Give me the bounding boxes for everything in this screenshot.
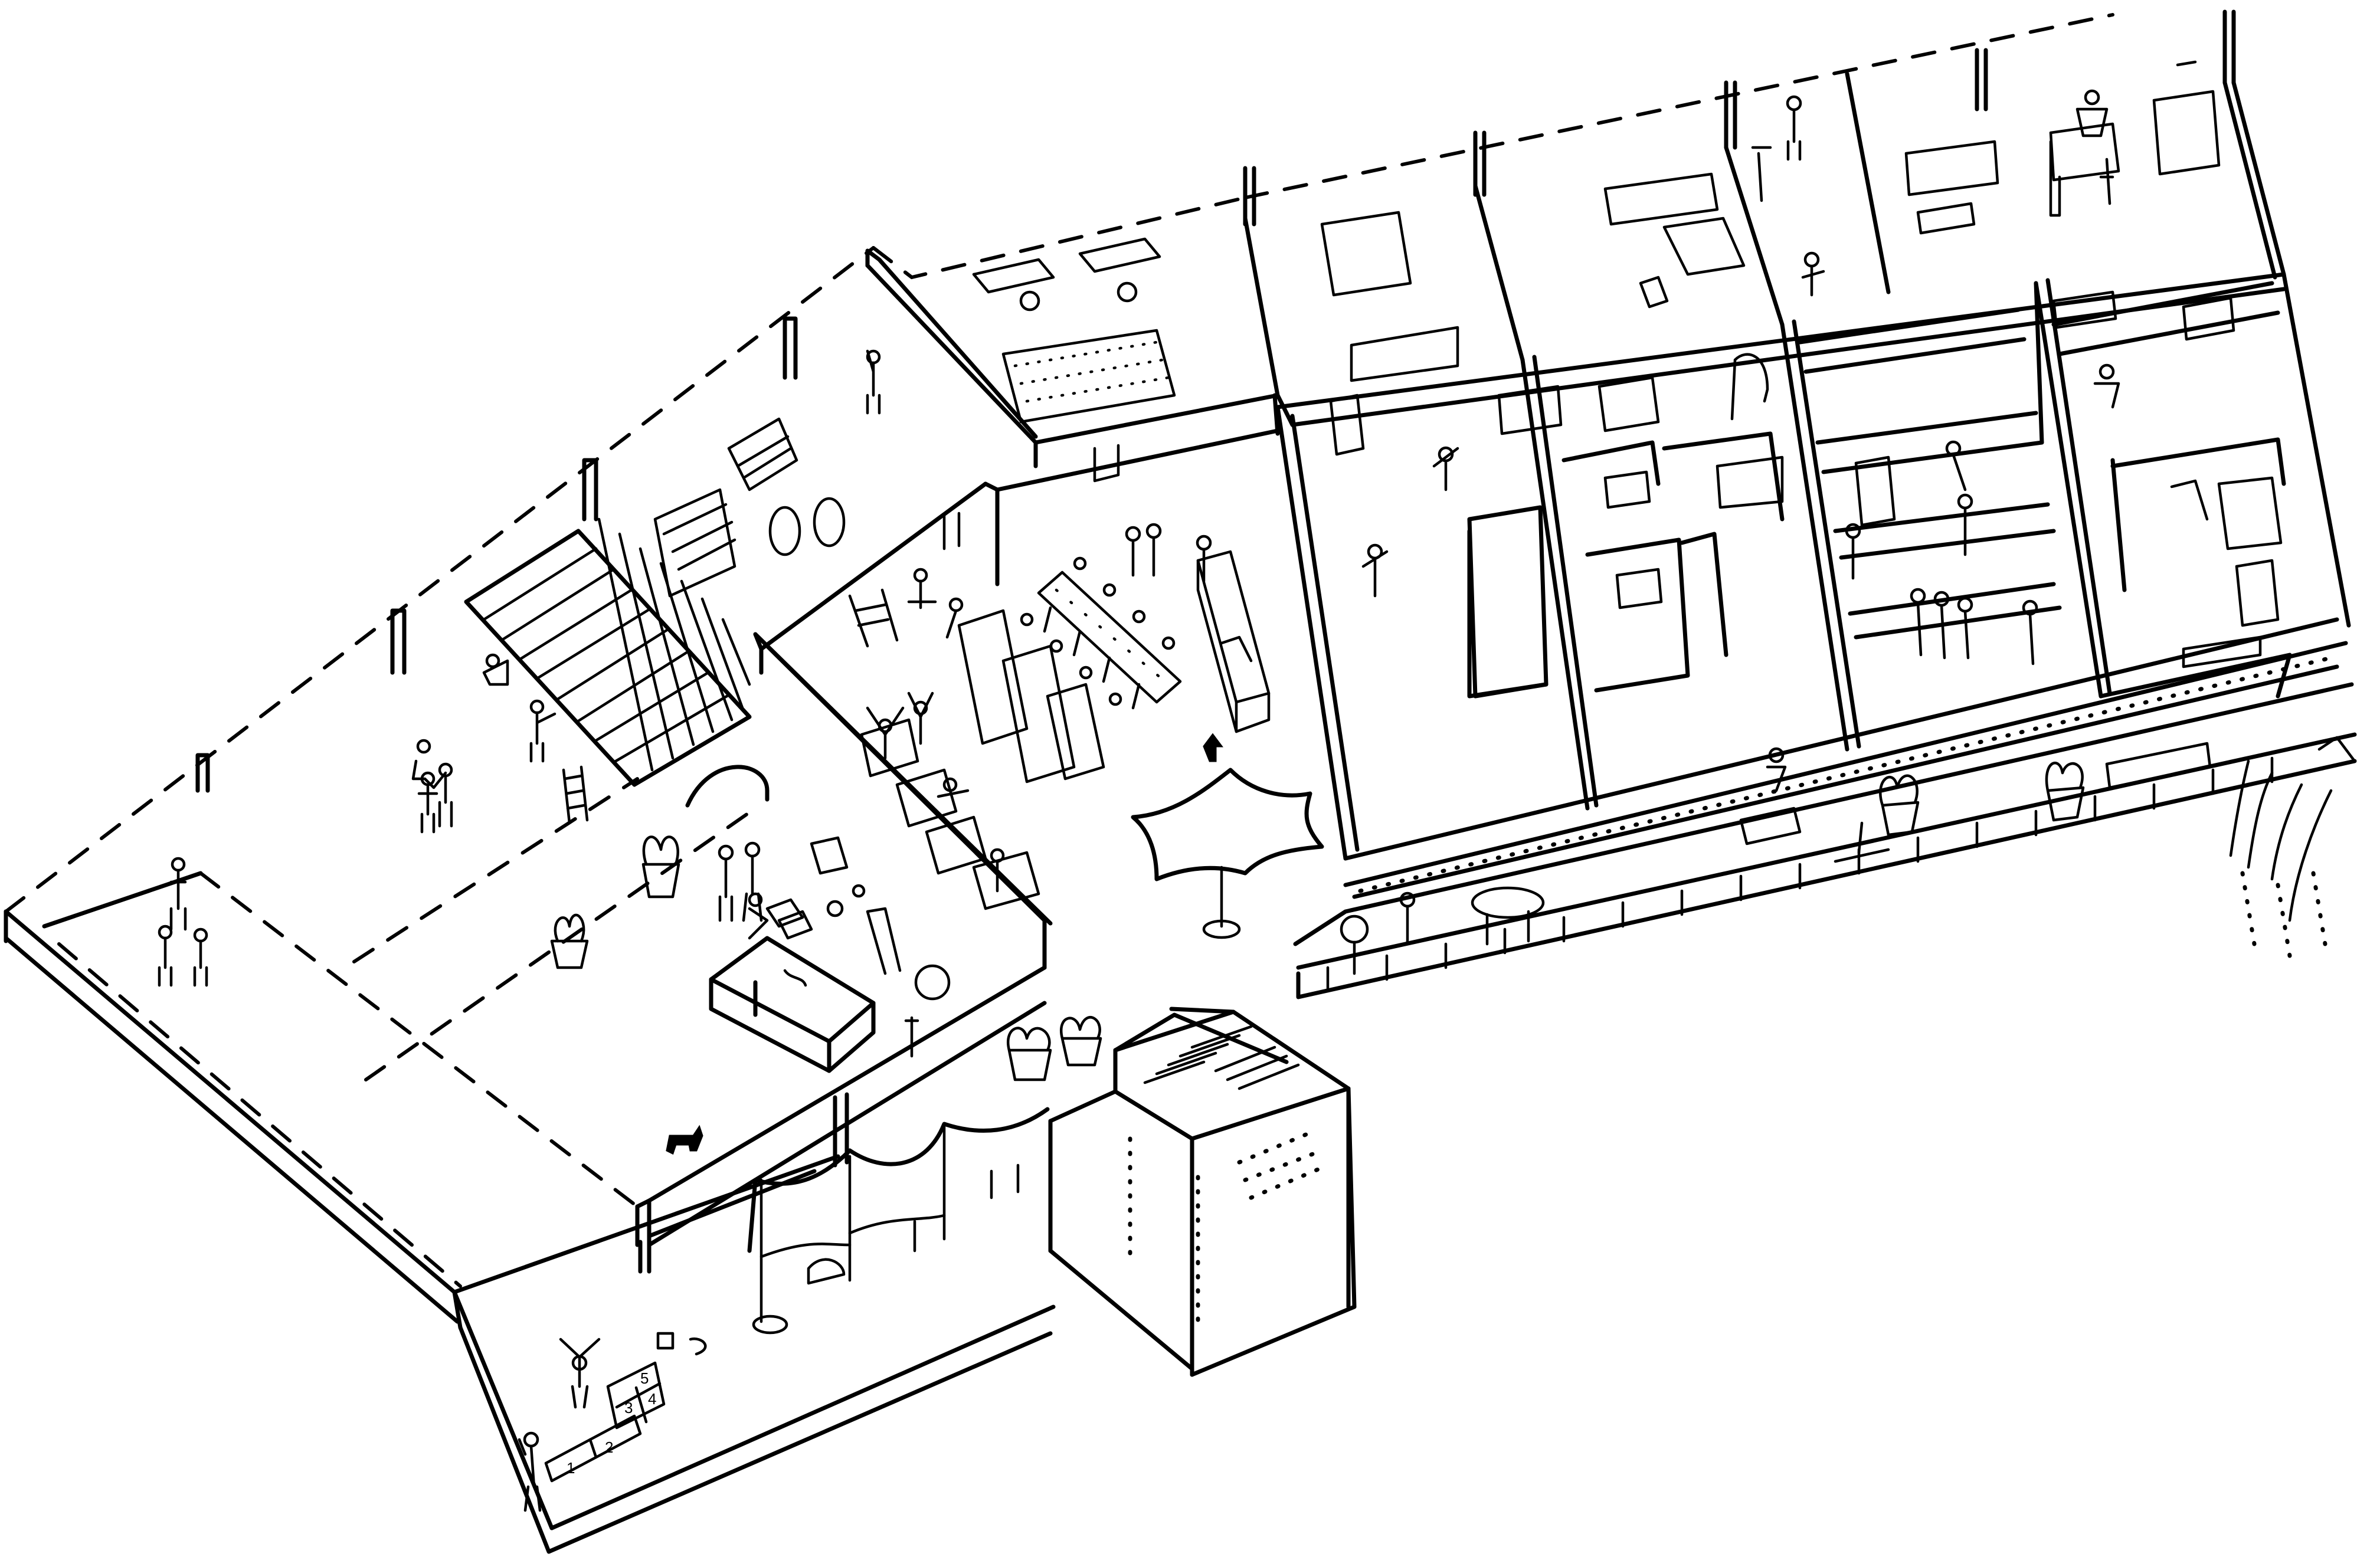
hopscotch-label-5: 5: [640, 1369, 649, 1387]
building-base: [4, 246, 1056, 1554]
east-terrace: [1293, 682, 2357, 999]
people-west-hall: [158, 349, 881, 987]
material-stacks: [653, 417, 846, 598]
planter-east-2: [2045, 761, 2085, 822]
hopscotch-label-1: 1: [567, 1459, 575, 1477]
floor-lamp: [1730, 353, 1769, 421]
shade-sail: [1131, 768, 1324, 881]
climbing-net: [464, 517, 752, 787]
plant-pot-center: [641, 835, 680, 899]
terrace-furniture: [1340, 742, 2212, 975]
dog-icon: [666, 1125, 703, 1155]
hopscotch-label-3: 3: [624, 1399, 633, 1417]
canopy-strip: [747, 1107, 1050, 1335]
standing-lamp: [1751, 146, 1772, 202]
kitchen-island: [1196, 550, 1271, 733]
desks-top: [972, 237, 1176, 424]
people-south-yard: [518, 1332, 707, 1512]
hopscotch-label-2: 2: [605, 1438, 613, 1456]
people-kids-area: [718, 836, 866, 940]
sandbox: [709, 936, 876, 1073]
east-wing: [1243, 9, 2351, 899]
small-figure-icon: [1203, 733, 1223, 762]
stair-tower: [1048, 1007, 1357, 1377]
garden-grass: [2229, 759, 2333, 922]
planters-stair: [1007, 1016, 1102, 1081]
hopscotch: 5 3 4 2 1: [544, 1361, 666, 1483]
hopscotch-label-4: 4: [648, 1390, 656, 1408]
planter-east-1: [1879, 774, 1920, 837]
people-east: [1361, 89, 2120, 792]
central-wing: [753, 196, 1324, 970]
long-dining-table: [1020, 523, 1212, 710]
exercise-area: [848, 568, 1105, 910]
east-furniture: [1320, 60, 2283, 668]
plant-pot-west: [550, 913, 589, 969]
west-hall: [42, 316, 951, 1294]
